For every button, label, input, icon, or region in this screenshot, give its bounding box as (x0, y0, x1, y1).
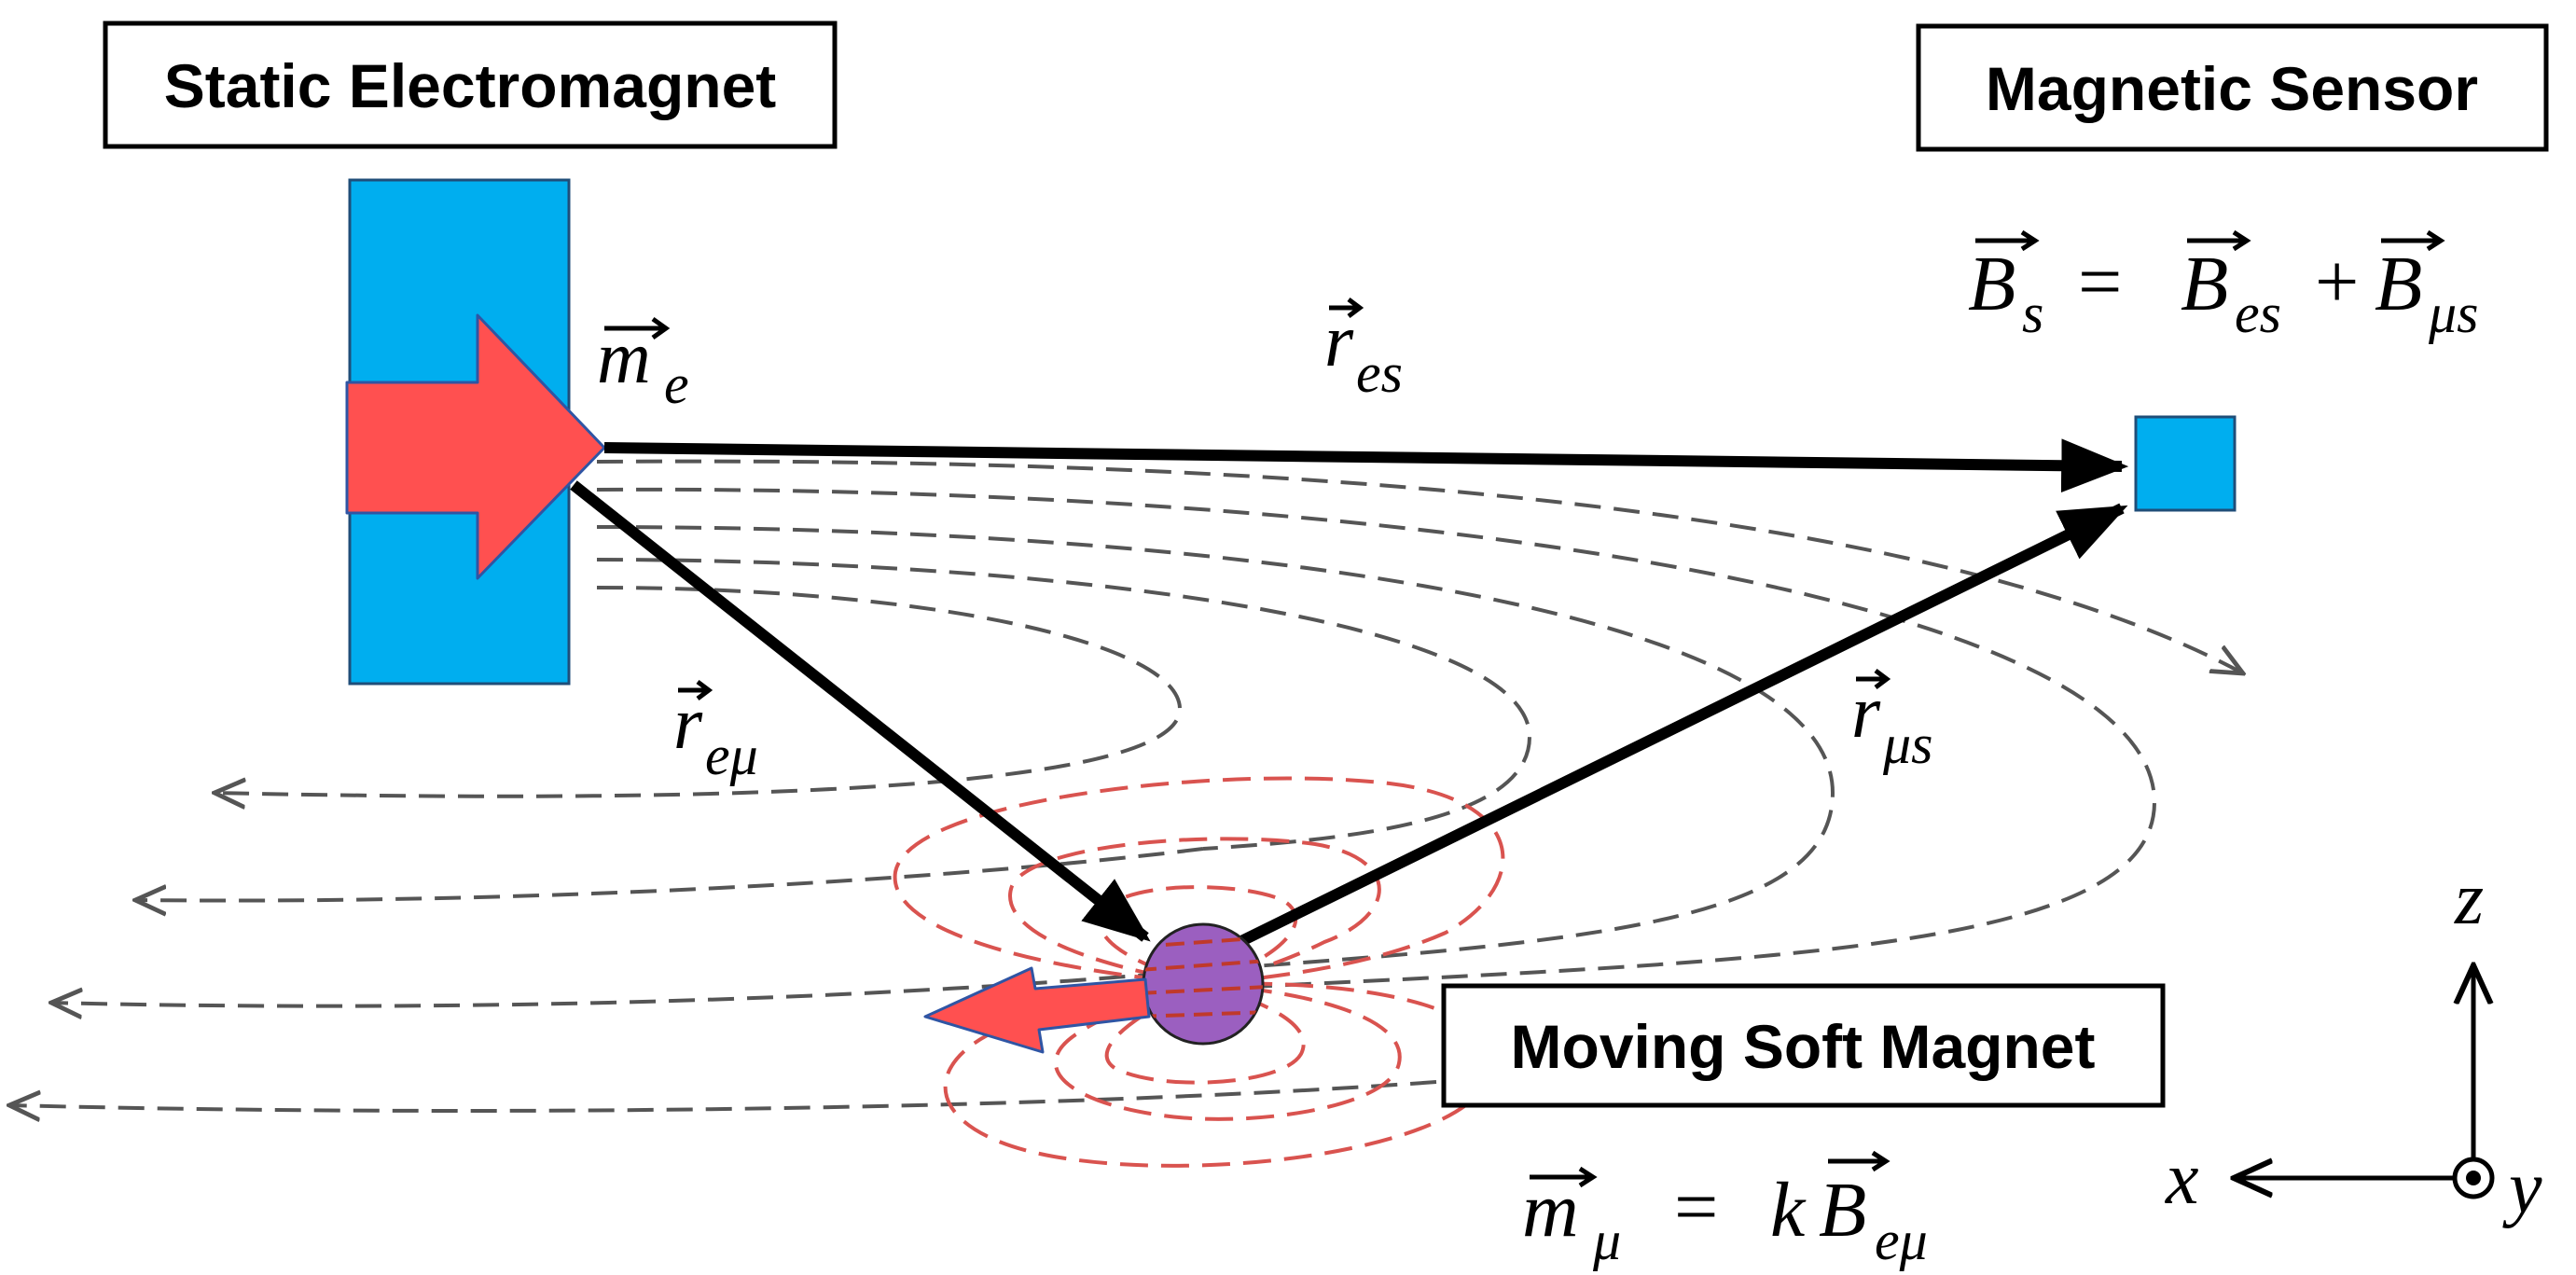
vector-r-emu (570, 480, 1151, 942)
field-line (135, 847, 1204, 901)
induced-moment-arrow (923, 966, 1151, 1054)
induced-field-loop (893, 776, 1505, 986)
field-line (596, 558, 1532, 851)
field-line (596, 459, 2243, 673)
magnetic-sensor-square (2134, 415, 2237, 512)
induced-field-loop (1098, 885, 1298, 986)
vector-r-es (603, 438, 2129, 493)
soft-magnet-label-box: Moving Soft Magnet (1441, 983, 2166, 1108)
equation-sensor-field: B s = B es + B μs (1968, 229, 2478, 344)
m-e-base: m (597, 317, 651, 399)
bs-lhs-base: B (1968, 241, 2015, 327)
x-axis-label: x (2165, 1138, 2199, 1220)
field-line (215, 586, 1183, 797)
label-r-emu: r eμ (673, 680, 758, 786)
m-e-sub: e (664, 353, 689, 415)
r-emu-base: r (673, 683, 703, 765)
mmu-rhs-base: B (1819, 1167, 1866, 1254)
r-es-sub: es (1356, 342, 1403, 404)
r-emu-sub: eμ (705, 725, 758, 786)
bs-eq: = (2078, 239, 2122, 326)
label-r-mus: r μs (1851, 669, 1932, 775)
y-axis-label: y (2502, 1147, 2542, 1229)
mmu-eq: = (1674, 1164, 1718, 1251)
bs-t2-base: B (2375, 241, 2422, 327)
electromagnet-label-box: Static Electromagnet (103, 21, 838, 149)
mmu-lhs-base: m (1522, 1167, 1579, 1254)
vector-r-mus (1233, 503, 2128, 949)
field-line (9, 1080, 1437, 1111)
magnetic-moment-arrow (345, 313, 606, 580)
r-mus-sub: μs (1882, 714, 1932, 775)
field-line (51, 968, 1204, 1006)
label-r-es: r es (1324, 298, 1403, 404)
coordinate-axes: z x y (2165, 858, 2542, 1229)
sensor-label: Magnetic Sensor (1986, 54, 2478, 123)
r-mus-base: r (1851, 672, 1881, 754)
z-axis-label: z (2454, 858, 2484, 940)
electromagnet-field-lines (9, 459, 2243, 1111)
soft-magnet-label: Moving Soft Magnet (1511, 1012, 2096, 1081)
r-es-base: r (1324, 300, 1354, 382)
electromagnet-label: Static Electromagnet (164, 51, 777, 120)
bs-t1-base: B (2181, 241, 2228, 327)
mmu-lhs-sub: μ (1592, 1210, 1621, 1271)
equation-induced-moment: m μ = k B eμ (1522, 1150, 1928, 1271)
bs-lhs-sub: s (2022, 283, 2043, 344)
field-line (596, 487, 2157, 991)
sensor-label-box: Magnetic Sensor (1916, 23, 2549, 152)
bs-t1-sub: es (2235, 283, 2281, 344)
label-m-e: m e (597, 316, 689, 415)
sphere-internal-field (1143, 935, 1263, 1019)
induced-field-loop (1008, 837, 1381, 986)
mmu-coef: k (1770, 1167, 1807, 1254)
induced-field-loop (1104, 982, 1306, 1085)
field-line (596, 525, 1835, 972)
mmu-rhs-sub: eμ (1875, 1210, 1928, 1271)
position-vectors (570, 438, 2129, 949)
bs-plus: + (2315, 239, 2359, 326)
bs-t2-sub: μs (2428, 283, 2478, 344)
